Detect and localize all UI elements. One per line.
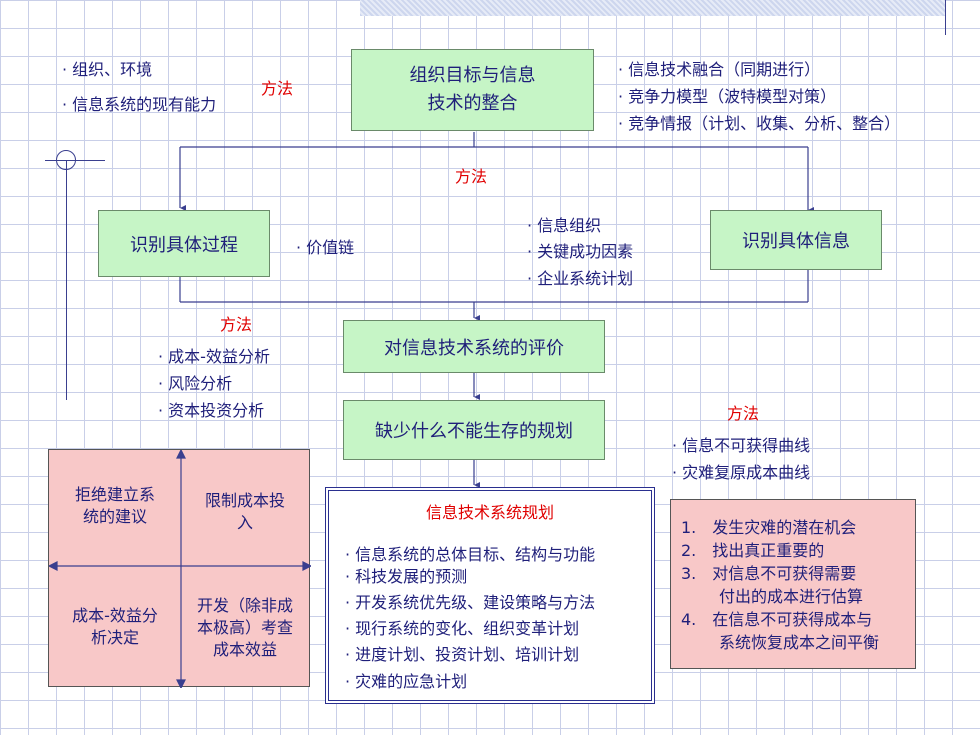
decor-rule-right (945, 0, 946, 35)
integration-line-2: 技术的整合 (427, 93, 518, 114)
disaster-steps-box: 1.发生灾难的潜在机会 2.找出真正重要的 3.对信息不可获得需要 付出的成本进… (670, 499, 916, 669)
it-planning-box: 信息技术系统规划 · 信息系统的总体目标、结构与功能 · 科技发展的预测 · 开… (325, 487, 655, 704)
quadrant-reject: 拒绝建立系统的建议 (74, 485, 155, 526)
decision-quadrant: 拒绝建立系统的建议 限制成本投入 成本-效益分析决定 开发（除非成本极高）考查成… (48, 449, 311, 688)
identify-info-box: 识别具体信息 (710, 210, 882, 270)
step-4: 4.在信息不可获得成本与 (681, 610, 873, 629)
step-4-cont: 系统恢复成本之间平衡 (719, 633, 880, 652)
quadrant-axes (49, 450, 311, 688)
plan-item: · 现行系统的变化、组织变革计划 (345, 619, 580, 638)
integration-box: 组织目标与信息 技术的整合 (351, 49, 594, 131)
method-label-top: 方法 (261, 79, 294, 98)
note-existing-capability: · 信息系统的现有能力 (62, 95, 217, 114)
quadrant-develop: 开发（除非成本极高）考查成本效益 (196, 596, 293, 659)
quadrant-limit-cost: 限制成本投入 (204, 491, 285, 532)
plan-item: · 科技发展的预测 (345, 567, 468, 586)
note-it-fusion: · 信息技术融合（同期进行） (618, 60, 821, 79)
evaluation-box: 对信息技术系统的评价 (343, 320, 605, 373)
method-capital: · 资本投资分析 (158, 401, 265, 420)
method-label-mid: 方法 (455, 167, 488, 186)
step-2: 2.找出真正重要的 (681, 541, 825, 560)
integration-line-1: 组织目标与信息 (409, 65, 536, 86)
plan-item: · 信息系统的总体目标、结构与功能 (345, 545, 596, 564)
note-org-env: · 组织、环境 (62, 60, 153, 79)
note-competitive-model: · 竞争力模型（波特模型对策） (618, 87, 837, 106)
step-3: 3.对信息不可获得需要 (681, 564, 857, 583)
plan-title: 信息技术系统规划 (425, 503, 554, 522)
plan-item: · 进度计划、投资计划、培训计划 (345, 645, 580, 664)
note-csf: · 关键成功因素 (527, 242, 634, 261)
method-recovery-curve: · 灾难复原成本曲线 (672, 463, 811, 482)
decor-crosshair-circle (56, 150, 76, 170)
method-label-right: 方法 (727, 404, 760, 423)
method-label-left: 方法 (220, 315, 253, 334)
plan-item: · 灾难的应急计划 (345, 672, 468, 691)
identify-process-box: 识别具体过程 (98, 210, 270, 277)
note-bsp: · 企业系统计划 (527, 269, 634, 288)
decor-rule-left (66, 160, 67, 400)
survival-planning-box: 缺少什么不能生存的规划 (343, 400, 605, 460)
step-1: 1.发生灾难的潜在机会 (681, 518, 857, 537)
note-info-org: · 信息组织 (527, 216, 602, 235)
method-risk: · 风险分析 (158, 374, 233, 393)
step-3-cont: 付出的成本进行估算 (719, 587, 864, 606)
top-decor-band (360, 0, 945, 16)
method-cost-benefit: · 成本-效益分析 (158, 347, 270, 366)
note-competitive-intel: · 竞争情报（计划、收集、分析、整合） (618, 114, 901, 133)
plan-item: · 开发系统优先级、建设策略与方法 (345, 593, 596, 612)
method-unavailable-curve: · 信息不可获得曲线 (672, 436, 811, 455)
note-value-chain: · 价值链 (296, 238, 355, 257)
quadrant-cost-benefit: 成本-效益分析决定 (72, 606, 158, 647)
